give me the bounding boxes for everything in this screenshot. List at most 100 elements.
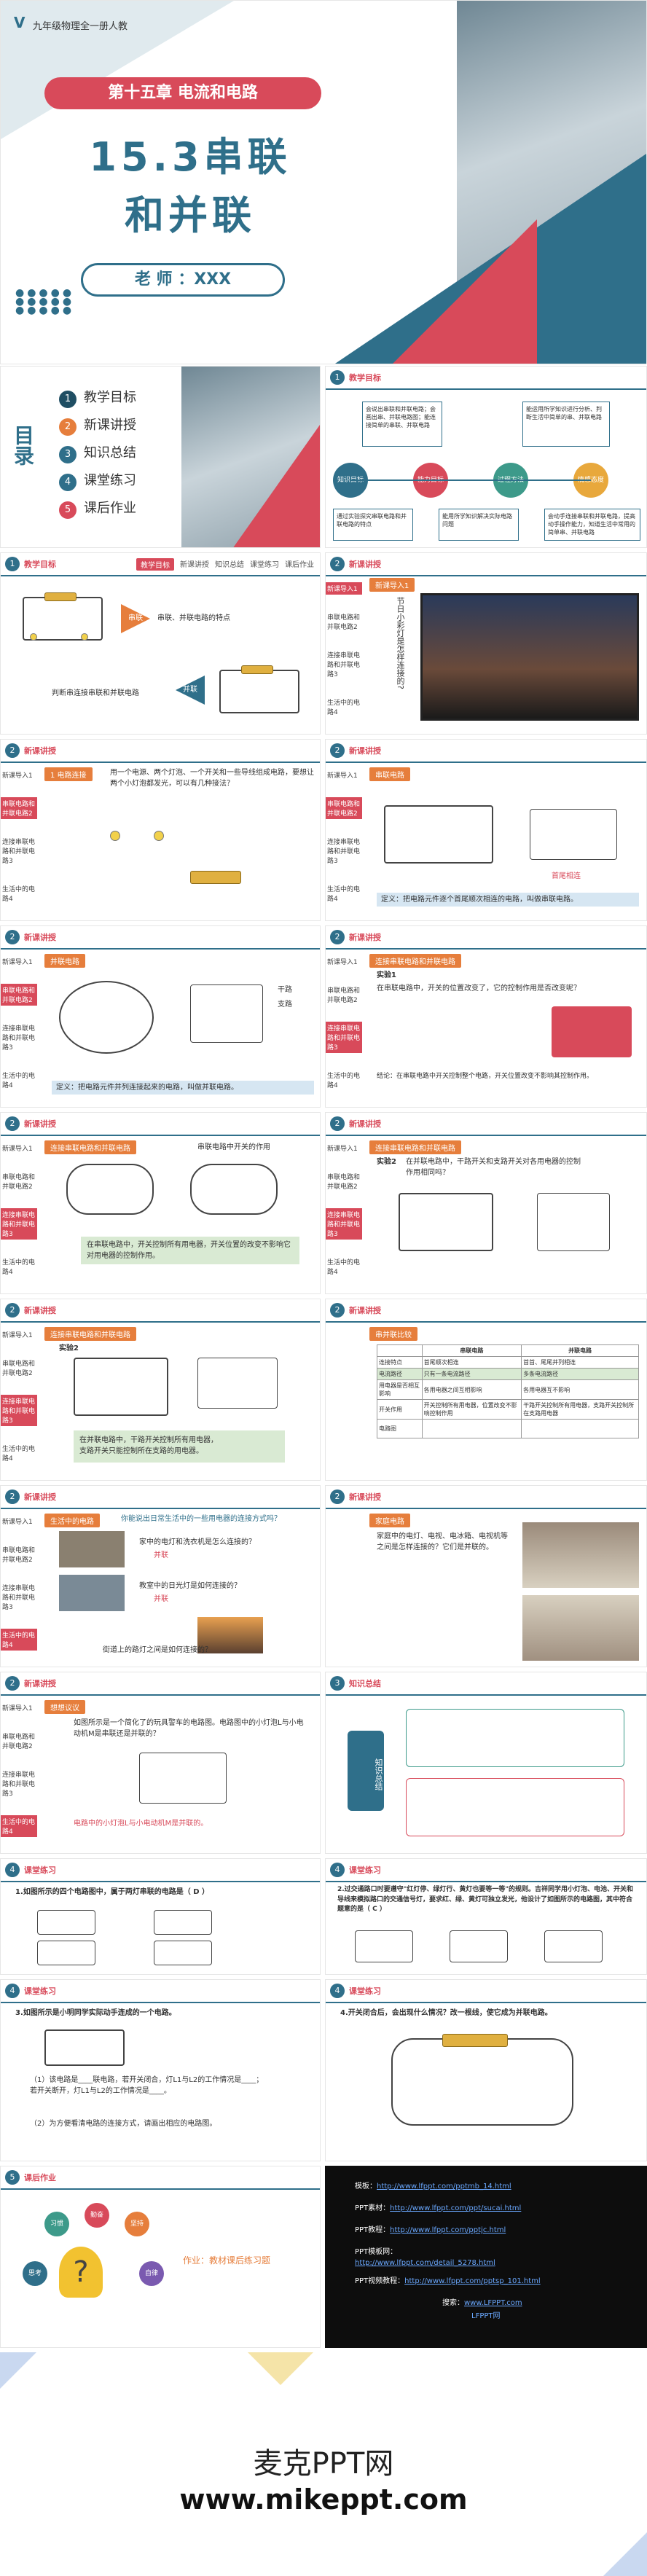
intro-question: 串联、并联电路的特点 [157,614,230,622]
mindmap-branch [406,1709,624,1767]
nav-item[interactable]: 课堂练习 [250,560,279,569]
cover-dots: ●●●●●●●●●●●●●●● [15,287,75,316]
nav-item[interactable]: 新课讲授 [180,560,209,569]
option-diagram[interactable] [450,1930,508,1962]
link-url[interactable]: http://www.lfppt.com/pptmb_14.html [377,2182,511,2191]
side-nav-item[interactable]: 连接串联电路和并联电路3 [2,1585,36,1611]
option-diagram[interactable] [37,1941,95,1965]
side-nav-item[interactable]: 连接串联电路和并联电路3 [2,1025,36,1052]
side-nav-item[interactable]: 连接串联电路和并联电路3 [327,652,361,678]
section-number: 4 [330,1863,345,1877]
comparison-table: 串联电路 并联电路 连接特点首尾顺次相连首首、尾尾并列相连 电流路径只有一条电流… [377,1344,639,1438]
side-nav-item[interactable]: 生活中的电路4 [2,1446,36,1463]
nav-item[interactable]: 课后作业 [285,560,314,569]
quiz-question: 1.如图所示的四个电路图中，属于两灯串联的电路是（ D ） [15,1888,210,1896]
side-nav-item[interactable]: 生活中的电路4 [1,1815,37,1837]
side-nav-item[interactable]: 生活中的电路4 [327,886,361,903]
toc-number: 3 [59,446,77,463]
side-nav-item[interactable]: 新课导入1 [327,1146,358,1153]
side-nav-item[interactable]: 串联电路和并联电路2 [327,614,361,631]
side-nav-item[interactable]: 生活中的电路4 [327,1073,361,1089]
cover-top-triangle [1,1,234,139]
footer-url[interactable]: www.mikeppt.com [179,2483,468,2516]
link-row[interactable]: PPT视频教程：http://www.lfppt.com/pptsp_101.h… [355,2276,541,2287]
homework-text: 作业：教材课后练习题 [183,2255,271,2266]
table-cell: 连接特点 [377,1356,423,1369]
side-nav-item[interactable]: 新课导入1 [327,772,358,780]
link-url[interactable]: http://www.lfppt.com/pptjc.html [390,2226,506,2234]
table-header-row: 串联电路 并联电路 [377,1344,639,1357]
question-item: 家中的电灯和洗衣机是怎么连接的？ [139,1538,256,1546]
side-nav-item[interactable]: 串联电路和并联电路2 [327,1174,361,1191]
side-nav-item[interactable]: 串联电路和并联电路2 [2,1361,36,1377]
link-url[interactable]: http://www.lfppt.com/ppt/sucai.html [390,2204,522,2212]
section-number: 4 [5,1984,20,1998]
side-nav-item[interactable]: 串联电路和并联电路2 [2,1547,36,1564]
side-nav-item[interactable]: 串联电路和并联电路2 [327,987,361,1004]
side-nav-item[interactable]: 生活中的电路4 [2,1259,36,1276]
link-row[interactable]: PPT模板网：http://www.lfppt.com/detail_5278.… [355,2247,495,2268]
nav-item[interactable]: 知识总结 [215,560,244,569]
option-diagram[interactable] [154,1941,212,1965]
link-row[interactable]: 搜索：www.LFPPT.com [442,2298,522,2309]
link-url[interactable]: http://www.lfppt.com/detail_5278.html [355,2259,495,2267]
section-number: 4 [5,1863,20,1877]
word-bubble: 自律 [139,2261,164,2286]
link-label: 搜索： [442,2299,464,2307]
side-nav-item[interactable]: 串联电路和并联电路2 [1,797,37,819]
word-bubble: 思考 [23,2261,47,2286]
side-nav-item[interactable]: 串联电路和并联电路2 [2,1734,36,1750]
option-diagram[interactable] [37,1910,95,1935]
table-header [377,1344,423,1357]
side-nav-item[interactable]: 连接串联电路和并联电路3 [327,839,361,865]
side-nav-item[interactable]: 新课导入1 [2,1332,33,1339]
side-nav-item[interactable]: 新课导入1 [327,959,358,966]
side-nav-item[interactable]: 连接串联电路和并联电路3 [1,1395,37,1426]
side-nav-item[interactable]: 新课导入1 [2,1519,33,1526]
option-diagram[interactable] [154,1910,212,1935]
side-nav-item[interactable]: 新课导入1 [2,1146,33,1153]
link-row[interactable]: PPT素材：http://www.lfppt.com/ppt/sucai.htm… [355,2203,521,2214]
side-nav-item[interactable]: 连接串联电路和并联电路3 [326,1022,362,1053]
side-nav-item[interactable]: 串联电路和并联电路2 [326,797,362,819]
nav-item[interactable]: 教学目标 [136,557,174,571]
link-row[interactable]: 模板：http://www.lfppt.com/pptmb_14.html [355,2181,511,2192]
side-nav-item[interactable]: 连接串联电路和并联电路3 [1,1208,37,1240]
side-nav-item[interactable]: 新课导入1 [2,959,33,966]
side-nav-item[interactable]: 连接串联电路和并联电路3 [326,1208,362,1240]
option-diagram[interactable] [544,1930,603,1962]
video-player[interactable] [420,593,639,721]
side-nav-item[interactable]: 连接串联电路和并联电路3 [2,1772,36,1798]
circuit-diagram [190,1164,278,1215]
side-nav-item[interactable]: 新课导入1 [2,1705,33,1712]
side-nav-item[interactable]: 生活中的电路4 [1,1629,37,1651]
side-nav-item[interactable]: 新课导入1 [326,582,362,595]
word-bubble: 坚持 [125,2212,149,2236]
link-url[interactable]: http://www.lfppt.com/pptsp_101.html [404,2277,541,2285]
label-main: 干路 [278,986,292,994]
side-nav-item[interactable]: 生活中的电路4 [327,1259,361,1276]
side-nav-item[interactable]: 生活中的电路4 [2,886,36,903]
circuit-symbol-diagram [197,1358,278,1409]
side-nav-item[interactable]: 连接串联电路和并联电路3 [2,839,36,865]
side-nav-item[interactable]: 串联电路和并联电路2 [2,1174,36,1191]
side-nav-item[interactable]: 生活中的电路4 [327,700,361,716]
side-nav-item[interactable]: 新课导入1 [2,772,33,780]
side-nav-item[interactable]: 生活中的电路4 [2,1073,36,1089]
option-diagram[interactable] [355,1930,413,1962]
side-nav-item[interactable]: 串联电路和并联电路2 [1,984,37,1006]
link-row[interactable]: PPT教程：http://www.lfppt.com/pptjc.html [355,2225,506,2236]
side-nav: 新课导入1 串联电路和并联电路2 连接串联电路和并联电路3 生活中的电路4 [1,1142,37,1293]
link-url[interactable]: www.LFPPT.com [464,2299,522,2307]
